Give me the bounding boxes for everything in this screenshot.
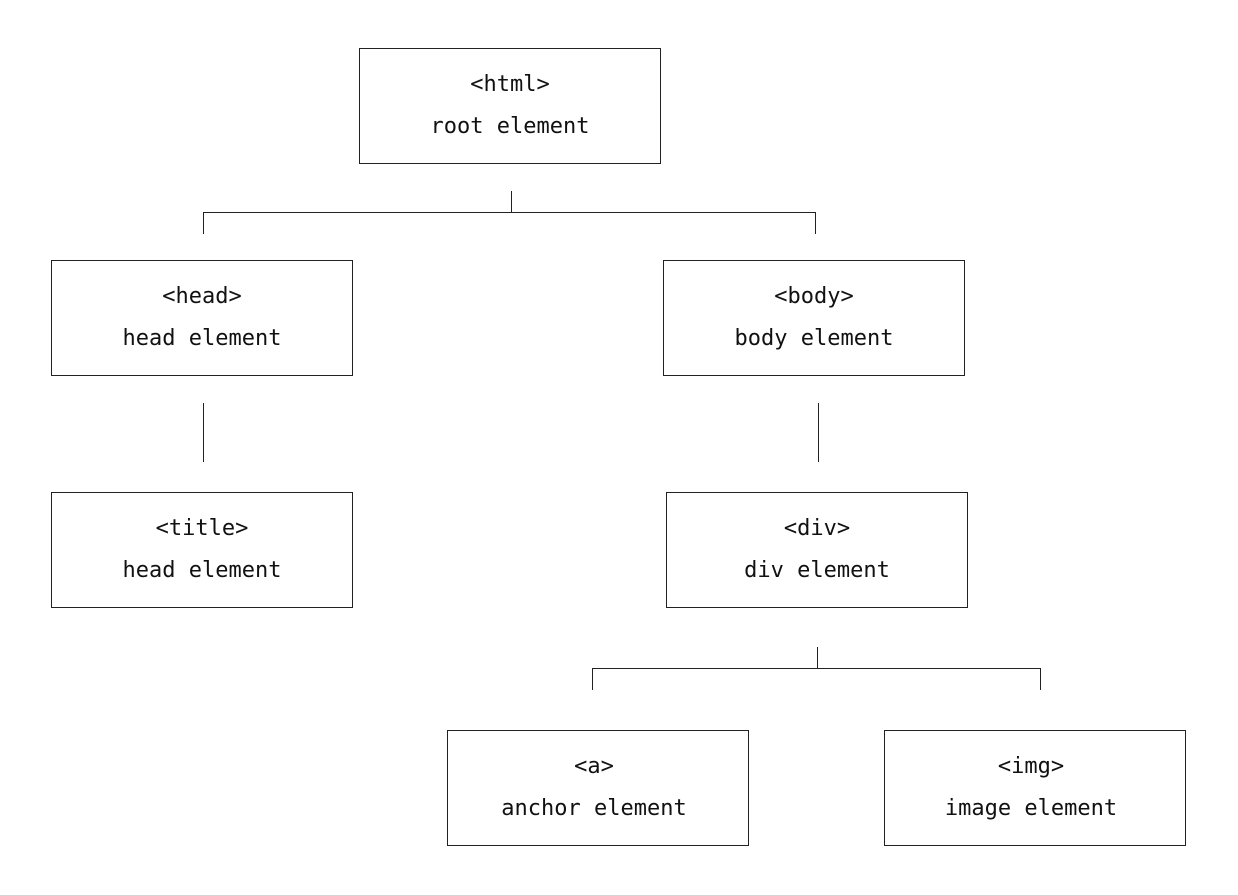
node-body-desc: body element [734,326,894,351]
node-body: <body> body element [663,260,965,376]
node-html-desc: root element [430,114,590,139]
node-div-desc: div element [744,558,890,583]
node-head: <head> head element [51,260,353,376]
node-div-tag: <div> [783,516,851,541]
node-img: <img> image element [884,730,1186,846]
node-body-tag: <body> [774,284,854,309]
node-html-tag: <html> [470,72,550,97]
node-img-desc: image element [944,796,1118,821]
node-head-desc: head element [122,326,282,351]
node-title: <title> head element [51,492,353,608]
node-title-desc: head element [122,558,282,583]
node-title-tag: <title> [155,516,249,541]
node-html: <html> root element [359,48,661,164]
node-div: <div> div element [666,492,968,608]
node-head-tag: <head> [162,284,242,309]
node-a-desc: anchor element [501,796,687,821]
node-a-tag: <a> [574,754,614,779]
node-a: <a> anchor element [447,730,749,846]
node-img-tag: <img> [997,754,1065,779]
